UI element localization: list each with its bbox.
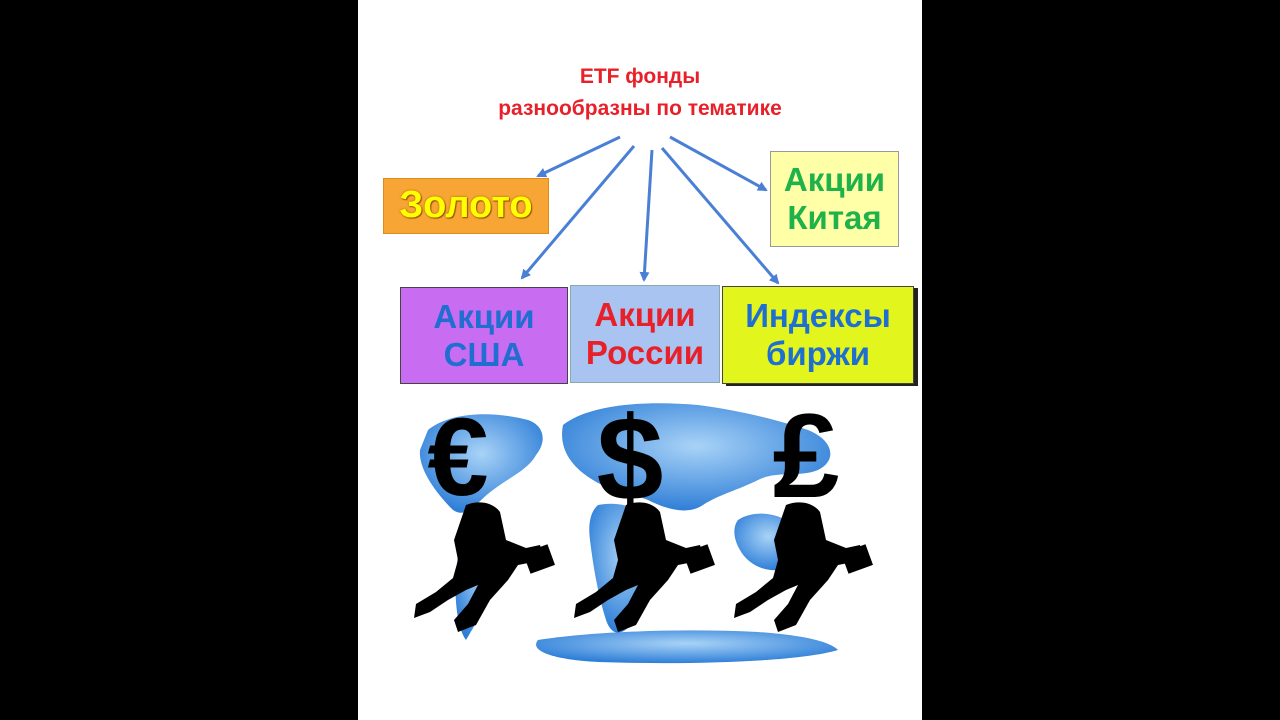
arrow-to-gold <box>536 135 621 178</box>
russia-stocks-box: Акции России <box>570 285 720 383</box>
currency-illustration: € $ £ <box>414 389 873 664</box>
businessman-euro-icon <box>414 502 555 632</box>
china-stocks-box: Акции Китая <box>770 151 899 247</box>
businessman-dollar-icon <box>574 502 715 632</box>
arrows <box>520 135 780 285</box>
dollar-symbol: $ <box>597 392 664 526</box>
exchange-index-box: Индексы биржи <box>722 286 914 384</box>
arrow-to-usa <box>520 145 636 280</box>
slide: ETF фонды разнообразны по тематике Золот… <box>358 0 922 720</box>
pound-symbol: £ <box>773 389 840 523</box>
businessman-pound-icon <box>734 502 873 632</box>
china-label-2: Китая <box>787 199 882 236</box>
russia-label-1: Акции <box>594 296 696 334</box>
arrow-to-china <box>669 135 768 192</box>
usa-stocks-box: Акции США <box>400 287 568 384</box>
china-label-1: Акции <box>783 161 886 199</box>
index-label-1: Индексы <box>745 297 891 335</box>
gold-label: Золото <box>399 184 533 227</box>
title-line-2: разнообразны по тематике <box>498 97 782 120</box>
arrow-to-russia <box>639 149 654 282</box>
euro-symbol: € <box>427 396 488 519</box>
gold-box: Золото <box>383 178 549 234</box>
russia-label-2: России <box>585 334 705 371</box>
index-label-2: биржи <box>765 335 871 372</box>
arrow-to-index <box>660 147 780 285</box>
usa-label-1: Акции <box>433 297 535 335</box>
title-line-1: ETF фонды <box>579 65 701 88</box>
usa-label-2: США <box>443 335 525 373</box>
